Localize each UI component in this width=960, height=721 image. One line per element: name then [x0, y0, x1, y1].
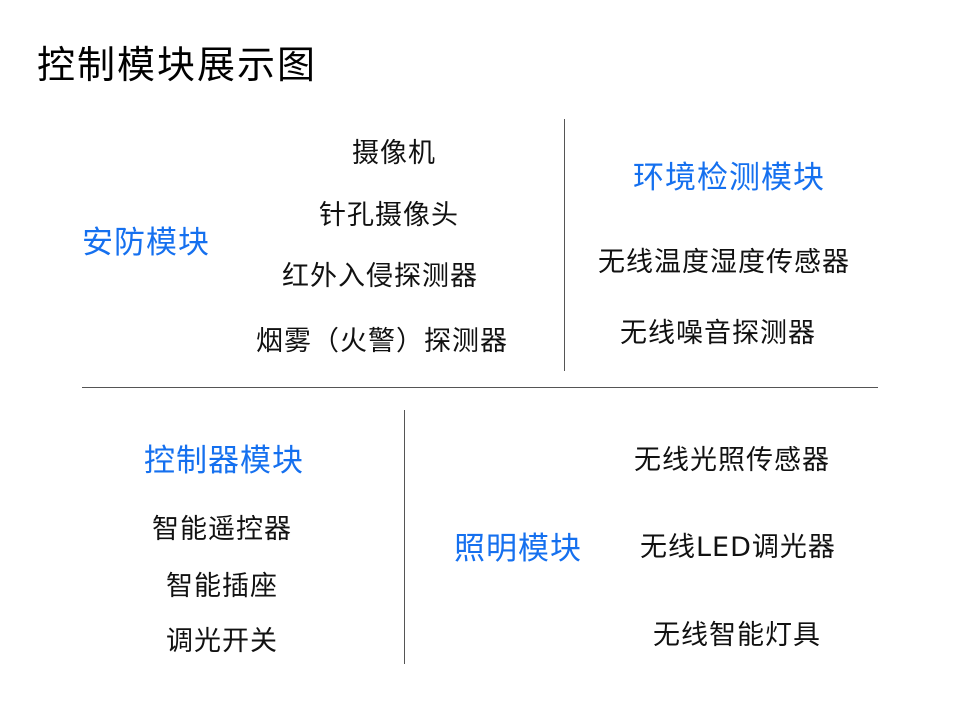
list-item: 红外入侵探测器	[282, 261, 478, 292]
list-item: 无线LED调光器	[640, 532, 836, 563]
list-item: 无线噪音探测器	[620, 318, 816, 349]
controller-heading: 控制器模块	[144, 443, 304, 479]
lighting-heading: 照明模块	[454, 531, 582, 567]
divider-bottom-vertical	[404, 410, 405, 664]
security-heading: 安防模块	[82, 225, 210, 261]
list-item: 智能插座	[166, 571, 278, 602]
list-item: 无线温度湿度传感器	[598, 247, 850, 278]
environment-heading: 环境检测模块	[633, 160, 825, 196]
list-item: 无线光照传感器	[634, 445, 830, 476]
list-item: 无线智能灯具	[653, 620, 821, 651]
divider-horizontal	[82, 387, 878, 388]
list-item: 针孔摄像头	[319, 200, 459, 231]
page-title: 控制模块展示图	[37, 43, 318, 87]
list-item: 调光开关	[166, 626, 278, 657]
list-item: 烟雾（火警）探测器	[256, 326, 508, 357]
divider-top-vertical	[564, 119, 565, 371]
list-item: 摄像机	[352, 138, 436, 169]
list-item: 智能遥控器	[152, 514, 292, 545]
